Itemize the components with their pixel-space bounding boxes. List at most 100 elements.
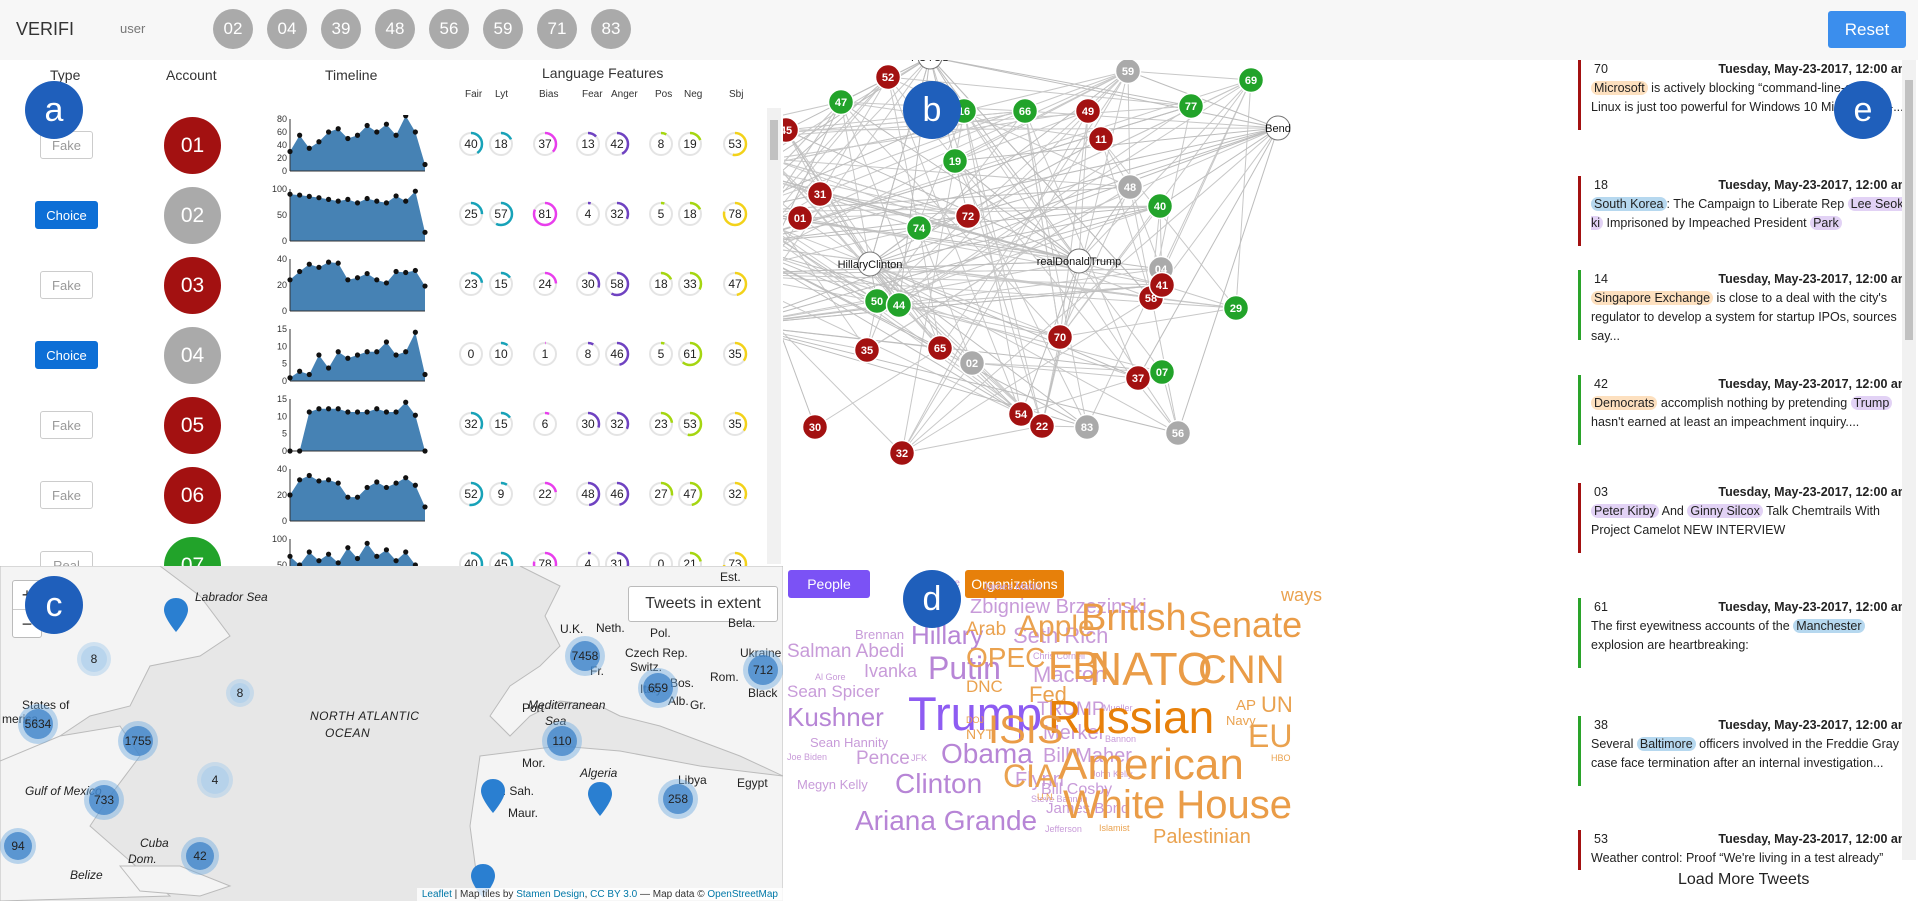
people-word[interactable]: Ariana Grande <box>855 805 1038 836</box>
organization-word[interactable]: NATO <box>1089 643 1213 695</box>
tweets-scrollbar[interactable] <box>1902 60 1916 860</box>
graph-account-node[interactable] <box>1222 294 1250 322</box>
organization-word[interactable]: DNC <box>966 677 1003 696</box>
graph-labeled-node[interactable] <box>917 60 943 70</box>
people-word[interactable]: Bill Maher <box>1043 745 1132 767</box>
organization-word[interactable]: HBO <box>1271 753 1291 763</box>
organization-word[interactable]: Apple <box>1018 610 1095 643</box>
organization-word[interactable]: DOJ <box>966 715 984 725</box>
people-button[interactable]: People <box>788 570 870 598</box>
map-cluster[interactable]: 5634 <box>18 704 58 744</box>
graph-account-node[interactable] <box>941 147 969 175</box>
organization-word[interactable]: White House <box>1063 783 1292 827</box>
map-cluster[interactable]: 8 <box>226 679 254 707</box>
graph-account-node[interactable] <box>1087 125 1115 153</box>
account-circle[interactable]: 05 <box>164 397 221 454</box>
people-word[interactable]: Mueller <box>1103 703 1133 713</box>
map-cluster[interactable]: 8 <box>77 642 111 676</box>
people-word[interactable]: Sean Spicer <box>787 682 880 701</box>
graph-account-node[interactable] <box>1237 66 1265 94</box>
people-word[interactable]: Al Gore <box>815 672 846 682</box>
account-circle[interactable]: 03 <box>164 257 221 314</box>
graph-account-node[interactable] <box>1028 412 1056 440</box>
people-word[interactable]: Megyn Kelly <box>797 777 868 792</box>
people-word[interactable]: Bannon <box>1105 734 1137 744</box>
osm-link[interactable]: OpenStreetMap <box>707 889 778 900</box>
organization-word[interactable]: OPEC <box>966 642 1046 673</box>
graph-account-node[interactable] <box>1148 358 1176 386</box>
organization-word[interactable]: Fed <box>1029 682 1067 707</box>
organizations-button[interactable]: Organizations <box>965 570 1064 598</box>
people-word[interactable]: Joe Biden <box>787 752 828 762</box>
people-word[interactable]: James Mattis <box>983 582 1042 593</box>
organization-word[interactable]: AP <box>1236 697 1257 714</box>
map-cluster[interactable]: 258 <box>658 779 698 819</box>
people-word[interactable]: Brennan <box>855 627 905 642</box>
organization-word[interactable]: EU <box>1248 718 1293 754</box>
type-button[interactable]: Choice <box>35 341 98 369</box>
organization-word[interactable]: Navy <box>1226 713 1256 728</box>
header-account-48[interactable]: 48 <box>375 9 415 49</box>
header-account-39[interactable]: 39 <box>321 9 361 49</box>
people-word[interactable]: JFK <box>911 753 928 763</box>
account-circle[interactable]: 04 <box>164 327 221 384</box>
graph-account-node[interactable] <box>1074 97 1102 125</box>
map-cluster[interactable]: 110 <box>542 721 582 761</box>
people-word[interactable]: Salman Abedi <box>787 641 905 662</box>
organization-word[interactable]: ISIS <box>988 708 1064 752</box>
graph-account-node[interactable] <box>853 336 881 364</box>
organization-word[interactable]: Islamist <box>1099 823 1130 833</box>
people-word[interactable]: James Bond <box>1046 800 1130 817</box>
network-graph[interactable]: POTUSkathygriffinBarackObamaHillaryClint… <box>783 60 1568 566</box>
account-circle[interactable]: 07 <box>164 537 221 566</box>
graph-account-node[interactable] <box>783 116 800 144</box>
graph-account-node[interactable] <box>885 291 913 319</box>
graph-account-node[interactable] <box>827 88 855 116</box>
graph-account-node[interactable] <box>801 413 829 441</box>
graph-account-node[interactable] <box>1148 271 1176 299</box>
organization-word[interactable]: Russian <box>1048 691 1215 743</box>
graph-account-node[interactable] <box>954 202 982 230</box>
people-word[interactable]: Jefferson <box>1045 824 1082 834</box>
people-word[interactable]: TRUMP <box>1037 699 1105 720</box>
account-circle[interactable]: 01 <box>164 117 221 174</box>
graph-labeled-node[interactable] <box>1066 248 1092 274</box>
people-word[interactable]: Seth Rich <box>1013 623 1109 648</box>
type-button[interactable]: Real <box>40 551 93 566</box>
account-circle[interactable]: 02 <box>164 187 221 244</box>
people-word[interactable]: Pence <box>856 748 910 769</box>
load-more-tweets-button[interactable]: Load More Tweets <box>1678 871 1810 888</box>
people-word[interactable]: Macron <box>1033 662 1107 687</box>
people-word[interactable]: John Kelly <box>1091 769 1133 779</box>
people-word[interactable]: Zbigniew Brzezinski <box>970 596 1147 618</box>
map-cluster[interactable]: 94 <box>0 828 36 864</box>
organization-word[interactable]: Palestinian <box>1153 826 1251 848</box>
people-word[interactable]: Putin <box>928 650 1001 686</box>
people-word[interactable]: Bill Cosby <box>1041 781 1113 798</box>
graph-account-node[interactable] <box>1146 192 1174 220</box>
graph-account-node[interactable] <box>926 334 954 362</box>
graph-account-node[interactable] <box>806 180 834 208</box>
reset-button[interactable]: Reset <box>1828 11 1906 48</box>
organization-word[interactable]: CNN <box>1198 648 1285 692</box>
map-cluster[interactable]: 42 <box>181 837 219 875</box>
organization-word[interactable]: FBI <box>1048 644 1111 688</box>
map-cluster[interactable]: 733 <box>84 780 124 820</box>
people-word[interactable]: Steve Bannon <box>1031 794 1088 804</box>
organization-word[interactable]: Arab <box>966 619 1007 640</box>
tweets-in-extent-button[interactable]: Tweets in extent <box>628 586 778 622</box>
type-button[interactable]: Choice <box>35 201 98 229</box>
people-word[interactable]: Chris Cornell <box>1033 651 1086 661</box>
people-word[interactable]: Merkel <box>1043 722 1104 744</box>
map-cluster[interactable]: 7458 <box>565 636 605 676</box>
graph-account-node[interactable] <box>1116 173 1144 201</box>
people-word[interactable]: Ivanka <box>864 661 918 681</box>
graph-account-node[interactable] <box>905 214 933 242</box>
header-account-02[interactable]: 02 <box>213 9 253 49</box>
people-word[interactable]: Trump <box>908 687 1043 740</box>
